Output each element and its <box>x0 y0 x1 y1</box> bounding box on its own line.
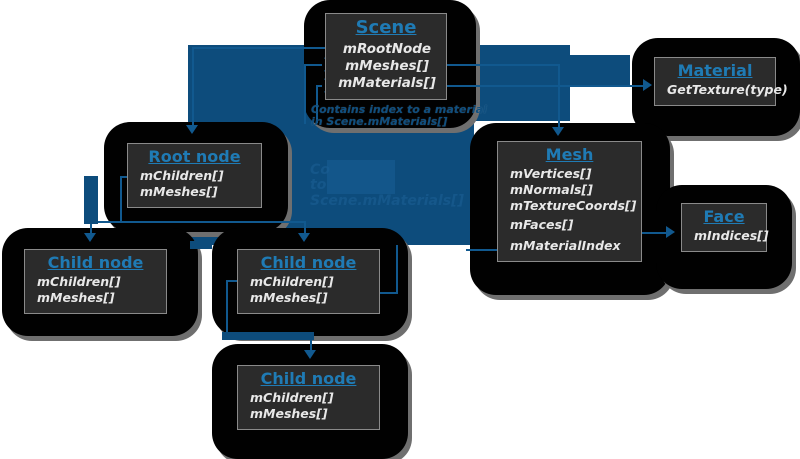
field-root-node-mmeshes: mMeshes[] <box>140 184 218 200</box>
arrow-scene-to-material <box>643 79 652 91</box>
edge-child-b-children-v <box>226 280 228 338</box>
card-mesh[interactable]: Mesh mVertices[] mNormals[] mTextureCoor… <box>497 141 642 263</box>
card-child-node-b-fields: mChildren[] mMeshes[] <box>248 274 369 306</box>
field-child-c-mmeshes: mMeshes[] <box>250 406 328 422</box>
edge-rootnode-children-bus <box>90 221 306 223</box>
field-child-a-mmeshes: mMeshes[] <box>37 290 115 306</box>
field-child-b-mmeshes: mMeshes[] <box>250 290 328 306</box>
edge-back-to-mmeshes-h <box>304 64 322 66</box>
annotation-line-2: in Scene.mMaterials[] <box>311 114 448 128</box>
edge-back-to-mmaterials-h <box>316 85 322 87</box>
card-child-node-b[interactable]: Child node mChildren[] mMeshes[] <box>237 249 380 314</box>
edge-rootnode-children-v <box>120 176 122 221</box>
edge-child-b-children-thick <box>222 332 314 340</box>
card-child-node-c[interactable]: Child node mChildren[] mMeshes[] <box>237 365 380 430</box>
card-root-node-fields: mChildren[] mMeshes[] <box>138 168 251 200</box>
edge-mesh-materialindex-h <box>466 249 510 251</box>
watermark-line-2: to <box>310 177 327 194</box>
field-scene-mmeshes: mMeshes[] <box>345 57 429 74</box>
edge-to-child-c-v <box>310 338 312 352</box>
edge-scene-meshes-h <box>440 64 560 66</box>
card-face-fields: mIndices[] <box>692 228 769 244</box>
arrow-scene-to-mesh <box>552 127 564 136</box>
card-child-node-c-title: Child node <box>260 369 357 388</box>
card-scene-fields: mRootNode mMeshes[] mMaterials[] <box>336 41 436 92</box>
card-material-fields: GetTexture(type) <box>665 82 788 98</box>
edge-to-child-b-v <box>304 221 306 235</box>
edge-rootnode-meshes-tab <box>84 176 98 224</box>
edge-scene-rootnode-v <box>192 47 194 127</box>
field-material-gettexture: GetTexture(type) <box>667 82 788 98</box>
edge-child-b-meshes-cap <box>190 241 212 249</box>
field-scene-mrootnode: mRootNode <box>342 40 432 57</box>
field-mesh-mtexturecoords: mTextureCoords[] <box>510 197 637 213</box>
field-child-a-mchildren: mChildren[] <box>37 274 121 290</box>
arrow-rootnode-to-child-b <box>298 233 310 242</box>
watermark-line-3: Scene.mMaterials[] <box>310 192 464 209</box>
card-child-node-a-fields: mChildren[] mMeshes[] <box>35 274 156 306</box>
watermark-redaction-block <box>327 160 395 194</box>
annotation-line-1: Contains index to a material <box>311 103 487 116</box>
edge-scene-meshes-v <box>558 64 560 129</box>
edge-scene-rootnode-h <box>192 47 330 49</box>
field-root-node-mchildren: mChildren[] <box>140 168 224 184</box>
edge-to-child-a-v <box>90 221 92 235</box>
watermark-text: Co to Scene.mMaterials[] <box>310 162 464 209</box>
card-child-node-a[interactable]: Child node mChildren[] mMeshes[] <box>24 249 167 314</box>
field-mesh-mfaces: mFaces[] <box>510 216 574 232</box>
edge-child-b-meshes-v <box>396 245 398 294</box>
card-child-node-c-fields: mChildren[] mMeshes[] <box>248 390 369 422</box>
arrow-mesh-to-face <box>666 226 675 238</box>
edge-back-to-mmeshes-v <box>304 64 306 124</box>
field-mesh-mvertices: mVertices[] <box>510 166 592 182</box>
card-material-title: Material <box>677 61 753 80</box>
card-face-title: Face <box>703 207 745 226</box>
card-scene[interactable]: Scene mRootNode mMeshes[] mMaterials[] <box>325 13 447 100</box>
annotation-material-index: Contains index to a material in Scene.mM… <box>311 104 487 128</box>
watermark-line-1: Co <box>310 162 330 178</box>
field-child-b-mchildren: mChildren[] <box>250 274 334 290</box>
field-mesh-mmaterialindex: mMaterialIndex <box>510 238 621 254</box>
card-child-node-b-title: Child node <box>260 253 357 272</box>
field-scene-mmaterials: mMaterials[] <box>338 74 436 91</box>
card-mesh-title: Mesh <box>545 145 594 164</box>
card-root-node-title: Root node <box>148 147 241 166</box>
field-face-mindices: mIndices[] <box>694 228 769 244</box>
blue-backdrop-right <box>470 55 630 85</box>
field-mesh-mnormals: mNormals[] <box>510 182 593 198</box>
card-face[interactable]: Face mIndices[] <box>681 203 769 253</box>
arrow-child-b-to-child-c <box>304 350 316 359</box>
edge-scene-materials-h <box>440 85 645 87</box>
card-material[interactable]: Material GetTexture(type) <box>654 57 788 107</box>
arrow-scene-to-rootnode <box>186 125 198 134</box>
arrow-rootnode-to-child-a <box>84 233 96 242</box>
card-child-node-a-title: Child node <box>47 253 144 272</box>
edge-back-to-mmaterials-v <box>316 85 318 123</box>
card-mesh-fields: mVertices[] mNormals[] mTextureCoords[] … <box>508 166 637 254</box>
card-scene-title: Scene <box>355 17 417 38</box>
field-child-c-mchildren: mChildren[] <box>250 390 334 406</box>
card-root-node[interactable]: Root node mChildren[] mMeshes[] <box>127 143 262 208</box>
